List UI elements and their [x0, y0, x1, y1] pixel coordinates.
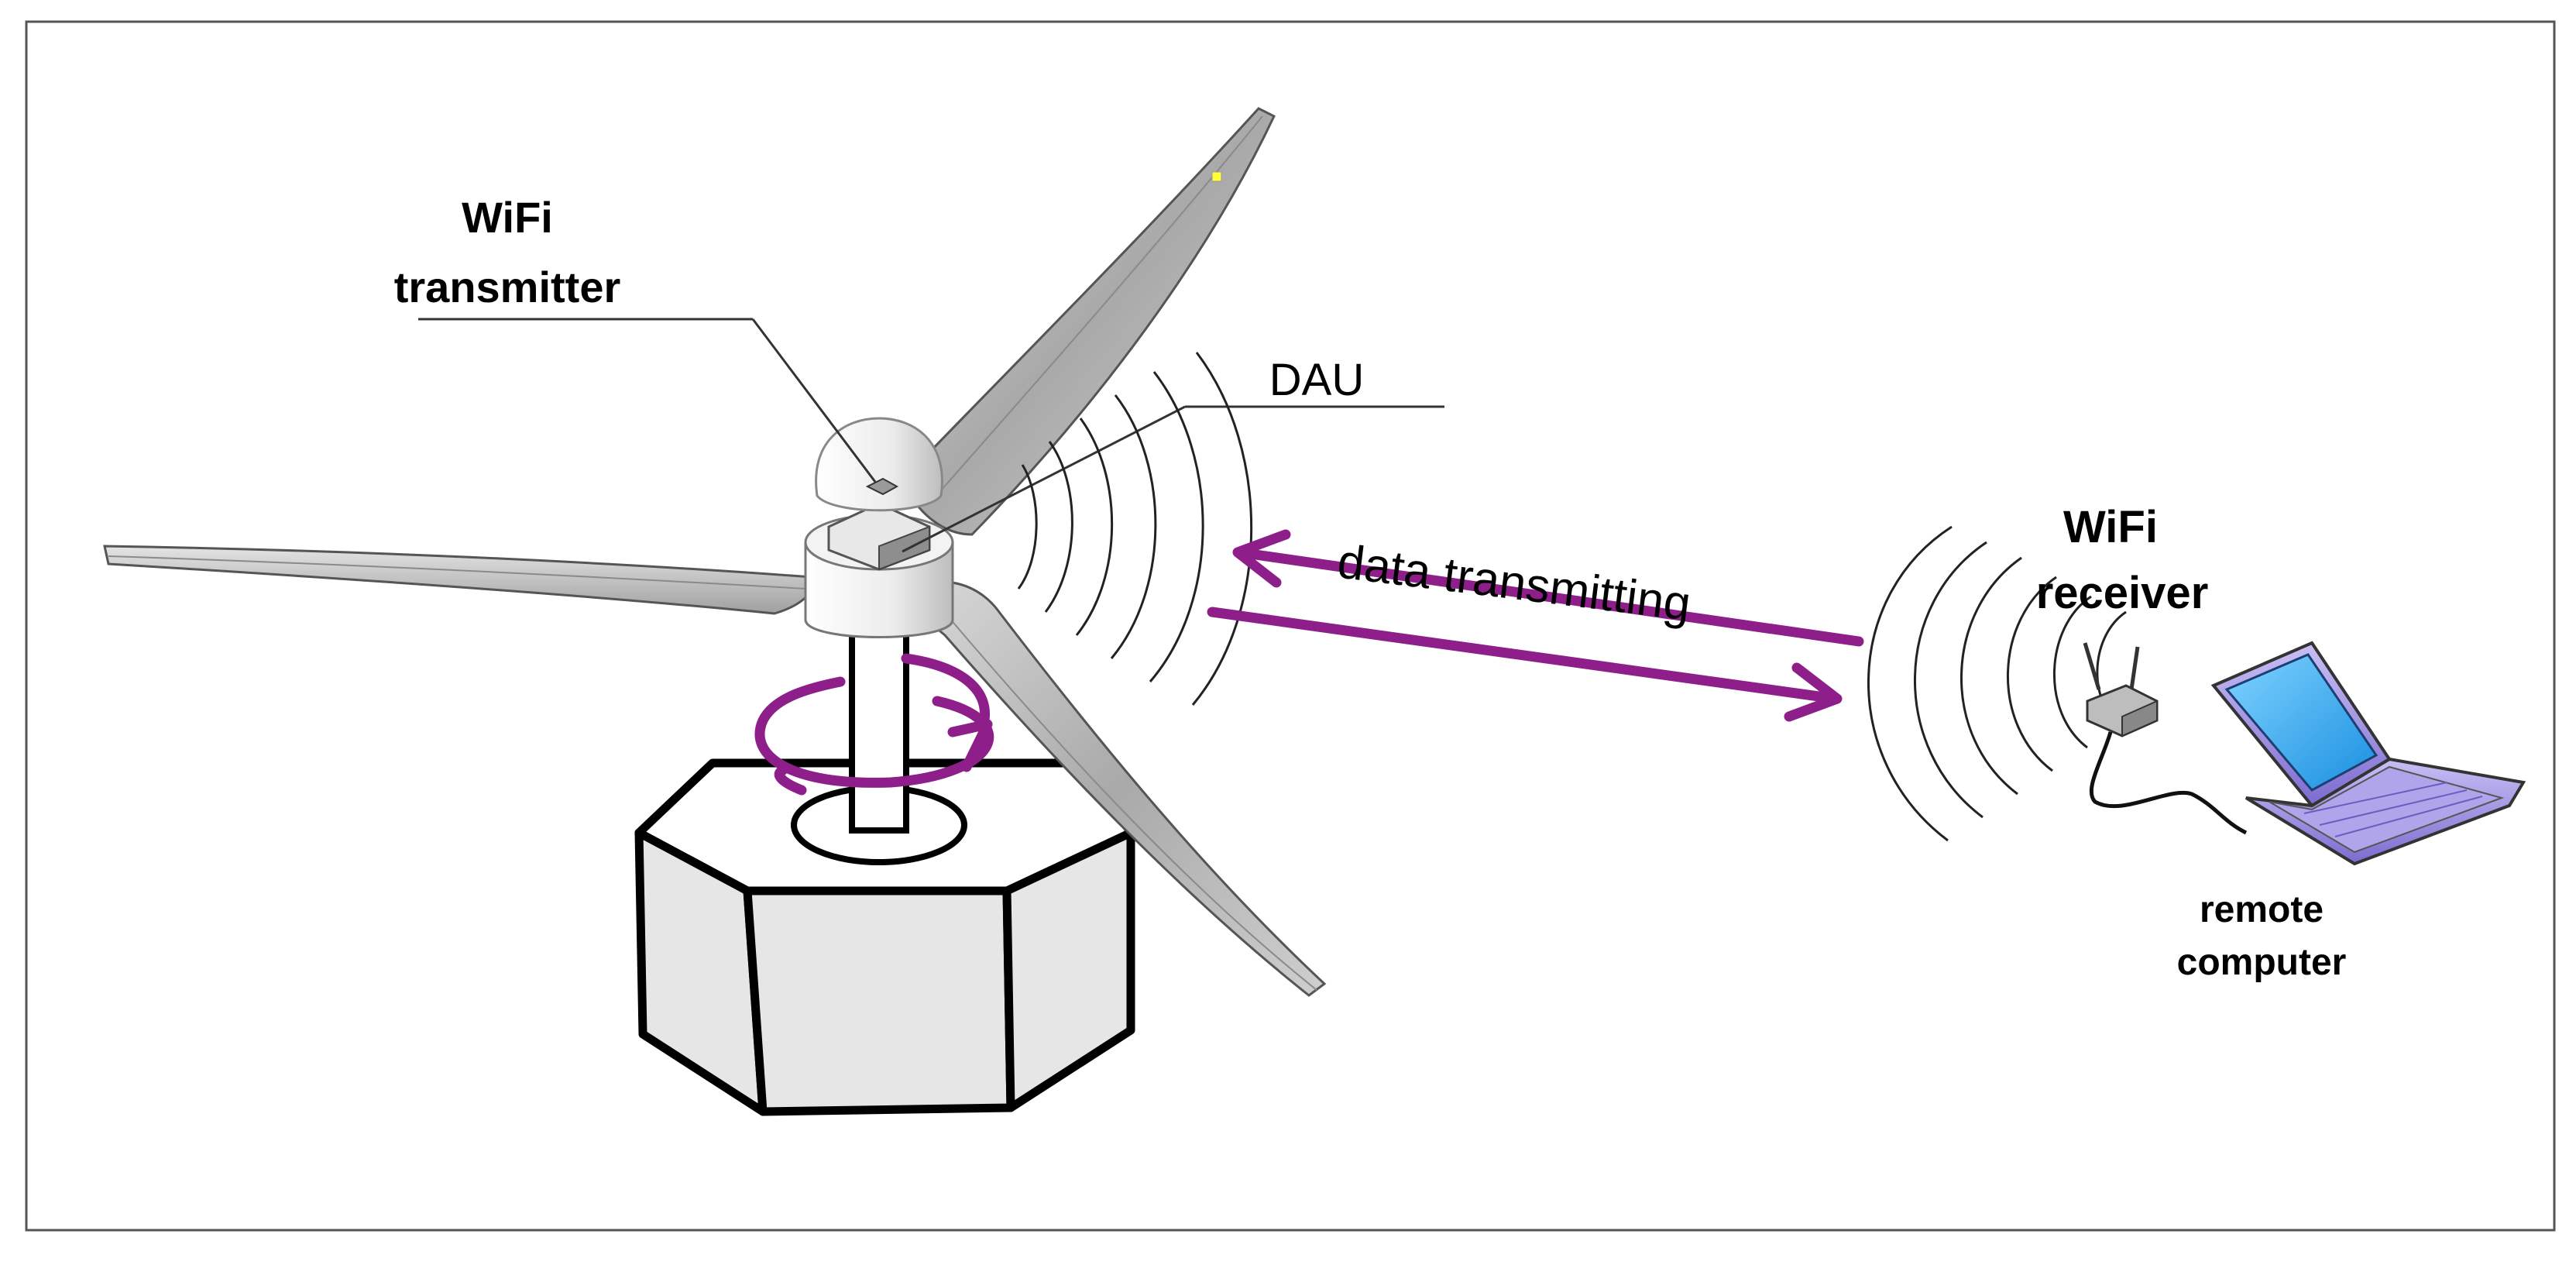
- receiver-label-line2: receiver: [2036, 568, 2209, 618]
- blade-marker: [1211, 171, 1222, 182]
- arrow-to-turbine: [1234, 547, 1864, 647]
- data-transmission-arrows: [1207, 529, 1864, 722]
- transmitter-label-line2: transmitter: [394, 263, 621, 311]
- wifi-router: [2083, 642, 2248, 835]
- blade-lower: [908, 580, 1327, 997]
- transmitter-label-line1: WiFi: [462, 193, 553, 242]
- computer-label-line2: computer: [2177, 942, 2347, 983]
- router-antenna-right: [2129, 646, 2140, 690]
- turbine-hub: [804, 417, 954, 638]
- turbine-blades: [103, 107, 1327, 997]
- dau-label: DAU: [1269, 355, 1364, 405]
- turbine-tower: [849, 617, 909, 834]
- arrow-to-receiver: [1207, 607, 1841, 704]
- transmitter-signal-waves: [1017, 352, 1253, 706]
- router-antenna-left: [2083, 642, 2101, 690]
- computer-label-line1: remote: [2200, 889, 2324, 930]
- receiver-label-line1: WiFi: [2063, 502, 2158, 552]
- laptop-icon: [2210, 641, 2526, 866]
- receiver-signal-waves: [1867, 525, 2127, 842]
- rotation-arrow: [754, 653, 994, 796]
- laptop-screen: [2224, 653, 2379, 792]
- wifi-transmitter-unit: [865, 477, 899, 496]
- router-cable: [2089, 731, 2248, 835]
